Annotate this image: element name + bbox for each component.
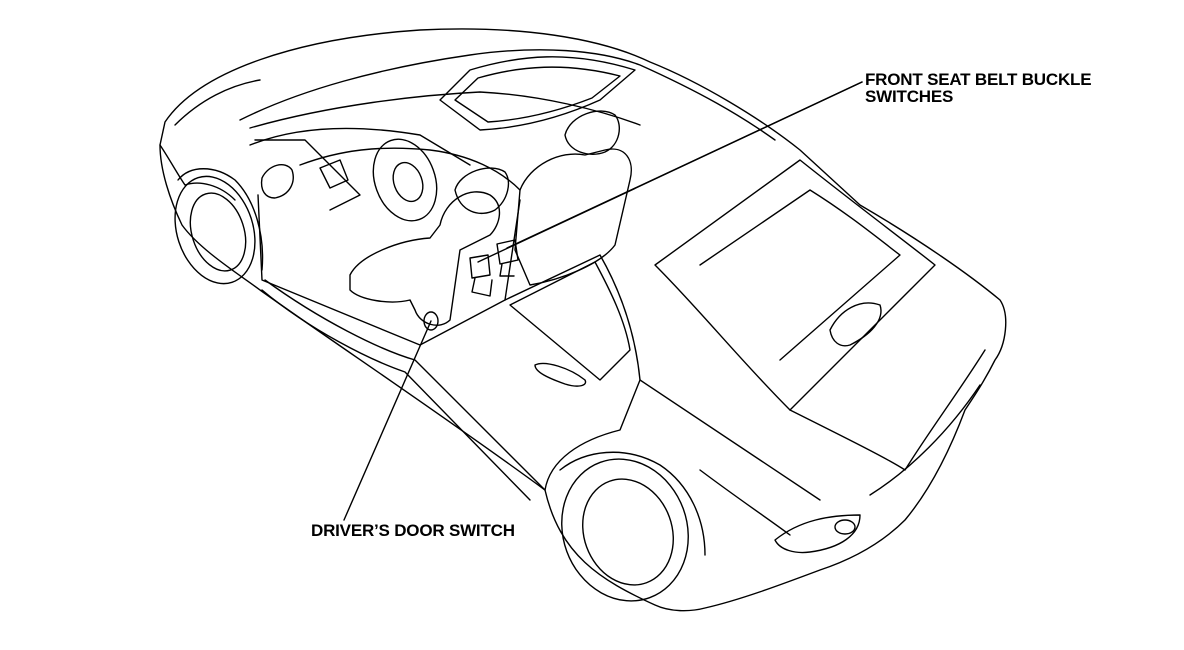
car-body-outline xyxy=(160,29,1006,611)
roof-line xyxy=(240,50,775,140)
front-fender xyxy=(160,145,235,200)
rear-window xyxy=(510,262,630,380)
driver-headrest xyxy=(455,168,508,213)
sunroof-inner xyxy=(455,67,620,122)
roof-inner-line xyxy=(250,92,640,128)
seat-belt-callout-line2: SWITCHES xyxy=(865,87,954,106)
windshield-frame xyxy=(250,128,470,165)
front-rim xyxy=(181,186,255,278)
seat-belt-callout-line1: FRONT SEAT BELT BUCKLE xyxy=(865,70,1092,89)
passenger-headrest xyxy=(565,111,619,154)
side-mirror xyxy=(262,165,294,198)
passenger-seat xyxy=(515,149,631,285)
trunk-edge xyxy=(870,385,980,495)
driver-seat xyxy=(350,192,499,325)
door-sill xyxy=(265,280,545,490)
center-console-vent xyxy=(320,160,348,188)
rear-tire xyxy=(542,441,708,619)
steering-hub xyxy=(388,158,428,205)
rear-windshield xyxy=(655,160,935,410)
buckle-switch-right xyxy=(497,240,518,276)
sunroof xyxy=(440,57,635,130)
buckle-switch-left xyxy=(470,255,492,296)
door-switch-part xyxy=(424,312,438,330)
hood-line xyxy=(175,80,260,125)
dashboard xyxy=(300,148,520,190)
door-sill-inner xyxy=(262,290,530,500)
rear-wheel-arch xyxy=(560,452,705,555)
front-wheel-arch xyxy=(178,169,263,270)
leader-line-door-switch xyxy=(344,321,431,520)
door-switch-callout: DRIVER’S DOOR SWITCH xyxy=(311,521,515,540)
rear-door-handle xyxy=(535,363,586,386)
trunk-lid xyxy=(790,350,985,470)
rear-windshield-inner xyxy=(700,190,900,360)
rear-brake-light-cover xyxy=(830,303,881,346)
leader-line-buckle-right xyxy=(507,82,862,248)
taillight xyxy=(775,515,860,553)
rocker-line xyxy=(700,470,790,535)
front-tire xyxy=(162,166,268,294)
body-side-line xyxy=(640,380,820,500)
rear-rim xyxy=(568,466,688,598)
taillight-lens xyxy=(835,520,855,534)
steering-wheel xyxy=(362,130,447,229)
front-door-opening xyxy=(258,195,520,345)
a-pillar xyxy=(255,140,360,210)
